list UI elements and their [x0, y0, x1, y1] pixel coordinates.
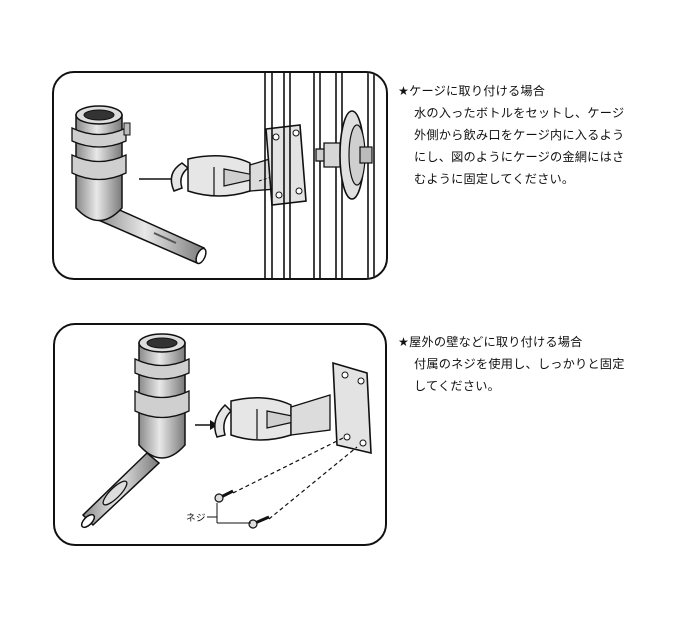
instruction-line: 付属のネジを使用し、しっかりと固定 [414, 357, 625, 371]
cage-mount-instructions: ★ケージに取り付ける場合 水の入ったボトルをセットし、ケージ 外側から飲み口をケ… [398, 80, 648, 190]
instruction-line: 水の入ったボトルをセットし、ケージ [414, 106, 625, 120]
screw-label-leader [207, 503, 251, 524]
mount-nut [315, 110, 373, 200]
bottle-holder [71, 105, 131, 222]
screw-label: ネジ [186, 513, 207, 524]
mount-plate [265, 124, 307, 206]
bottle-holder [134, 333, 190, 459]
instruction-line: にし、図のようにケージの金網にはさ [414, 150, 625, 164]
instruction-line: 外側から飲み口をケージ内に入るよう [414, 128, 625, 142]
clip-bracket [214, 394, 331, 441]
screw-guide-lines [232, 436, 358, 520]
wall-mount-instructions: ★屋外の壁などに取り付ける場合 付属のネジを使用し、しっかりと固定 してください… [398, 331, 648, 397]
instruction-line: むように固定してください。 [414, 172, 575, 186]
wall-mount-illustration [80, 333, 372, 529]
section-body: 水の入ったボトルをセットし、ケージ 外側から飲み口をケージ内に入るよう にし、図… [398, 102, 648, 190]
section-heading: ★屋外の壁などに取り付ける場合 [398, 335, 583, 349]
screw-icon [248, 515, 270, 529]
wall-mount-illustration-panel [53, 323, 387, 546]
cage-mount-illustration-panel [52, 71, 388, 280]
mount-plate [332, 361, 372, 455]
drinking-tube [80, 451, 161, 529]
cage-bars [264, 73, 375, 278]
section-heading: ★ケージに取り付ける場合 [398, 84, 546, 98]
instruction-line: してください。 [414, 379, 500, 393]
cage-mount-illustration [71, 73, 375, 278]
section-body: 付属のネジを使用し、しっかりと固定 してください。 [398, 353, 648, 397]
insert-arrow [195, 420, 218, 430]
screw-icon [214, 489, 234, 503]
